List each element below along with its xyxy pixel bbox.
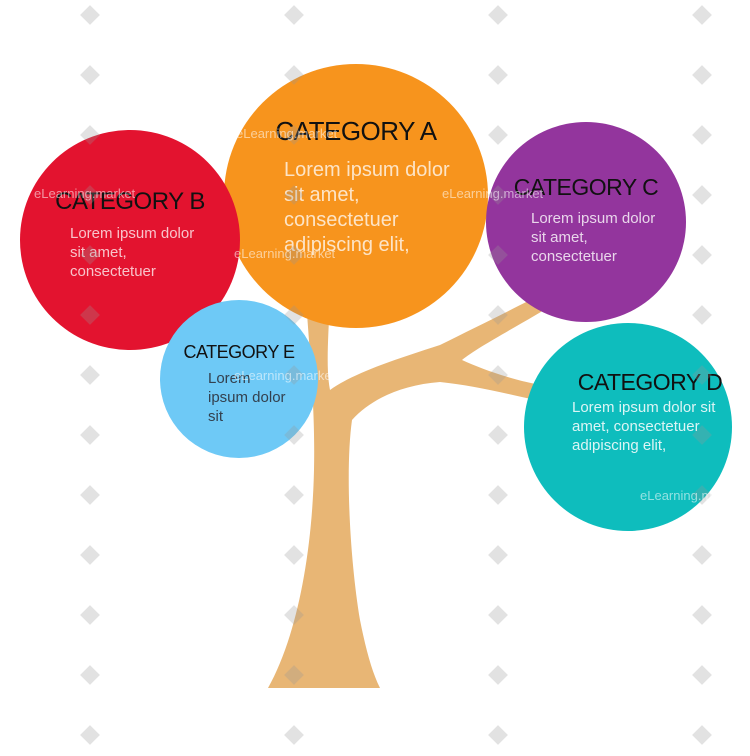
- category-b-title: CATEGORY B: [55, 188, 205, 215]
- watermark-text: eLearning.market: [442, 186, 544, 201]
- category-d-bubble: CATEGORY D Lorem ipsum dolor sit amet, c…: [524, 323, 732, 531]
- trunk-shape: [268, 300, 560, 688]
- category-c-bubble: CATEGORY C Lorem ipsum dolor sit amet, c…: [486, 122, 686, 322]
- watermark-text: eLearning.market: [236, 126, 338, 141]
- watermark-text: eLearning.market: [234, 246, 336, 261]
- category-e-bubble: CATEGORY E Lorem ipsum dolor sit: [160, 300, 318, 458]
- category-c-text: Lorem ipsum dolor sit amet, consectetuer: [531, 210, 656, 265]
- category-a-title: CATEGORY A: [275, 116, 437, 146]
- watermark-text: eLearning.market: [234, 368, 336, 383]
- category-c-title: CATEGORY C: [513, 174, 659, 200]
- category-b-text: Lorem ipsum dolor sit amet, consectetuer: [70, 225, 195, 280]
- category-a-text: Lorem ipsum dolor sit amet, consectetuer…: [284, 159, 450, 256]
- watermark-text: eLearning.market: [640, 488, 742, 503]
- category-e-text: Lorem ipsum dolor sit: [208, 370, 286, 425]
- category-d-title: CATEGORY D: [577, 369, 723, 395]
- watermark-text: eLearning.market: [34, 186, 136, 201]
- category-e-title: CATEGORY E: [183, 342, 295, 362]
- category-a-bubble: CATEGORY A Lorem ipsum dolor sit amet, c…: [224, 64, 488, 328]
- category-d-text: Lorem ipsum dolor sit amet, consectetuer…: [572, 399, 716, 454]
